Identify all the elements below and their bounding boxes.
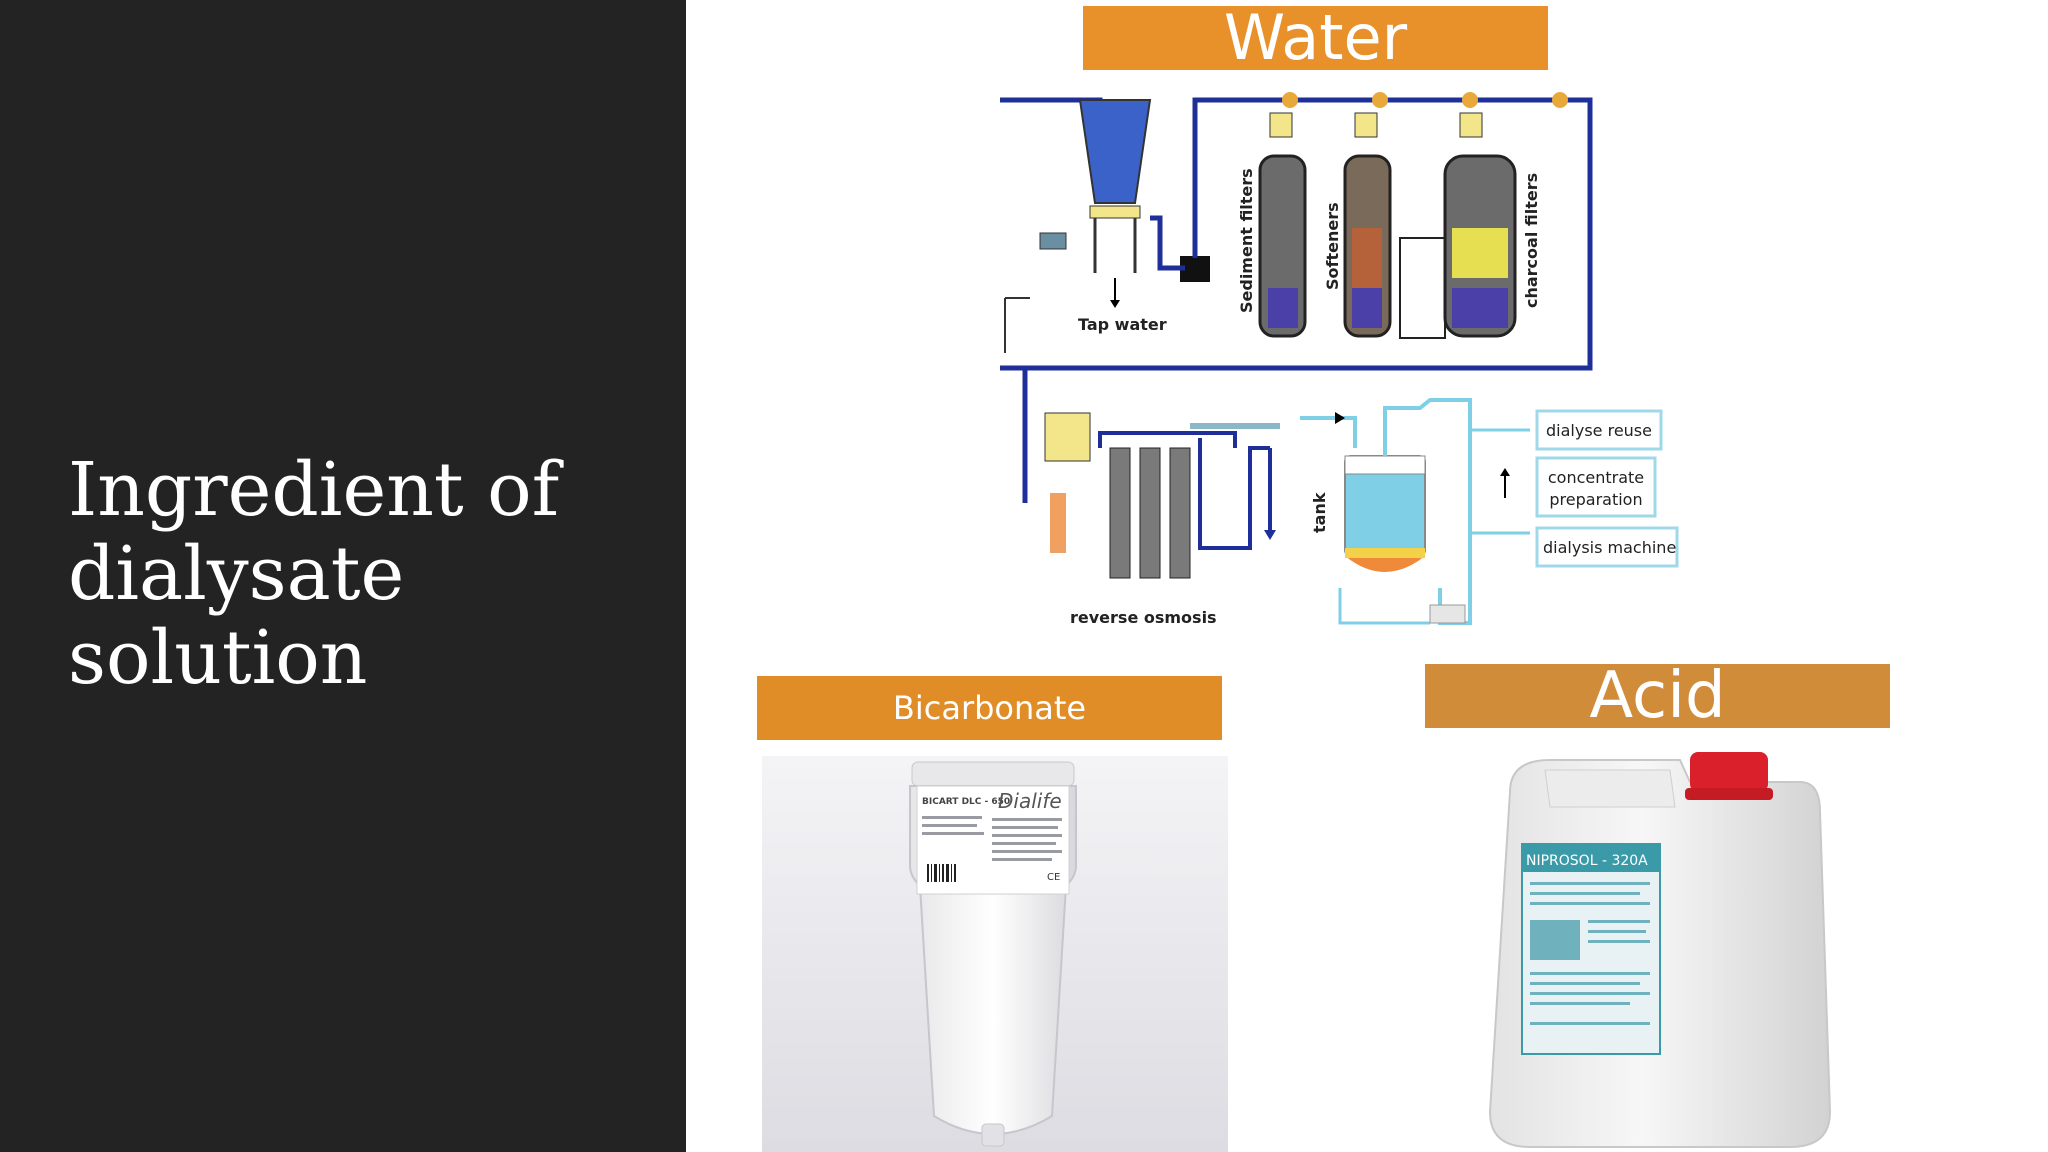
title-line-3: solution <box>68 615 368 701</box>
canister-cap <box>1690 752 1768 792</box>
label-fine-print <box>922 816 1062 861</box>
concentrate-box <box>1535 456 1657 518</box>
canister-handle <box>1544 769 1676 808</box>
sediment-label: Sediment filters <box>1237 168 1256 313</box>
permeate-pipe <box>1300 416 1357 448</box>
tap-water-label: Tap water <box>1078 315 1167 334</box>
acid-concentrate-canister-image: NIPROSOL - 320A <box>1488 752 1832 1148</box>
bicarbonate-cartridge-image: BICART DLC - 650 Dialife CE <box>762 756 1228 1152</box>
ce-mark: CE <box>1047 872 1060 883</box>
concentrate-label-2: preparation <box>1549 490 1642 509</box>
reverse-osmosis-label: reverse osmosis <box>1070 608 1217 627</box>
ro-membranes <box>1109 447 1191 579</box>
header-valves <box>1282 92 1568 108</box>
dialyse-reuse-label: dialyse reuse <box>1546 421 1652 440</box>
cartridge-top <box>911 761 1075 787</box>
dialysis-machine-box <box>1535 526 1679 568</box>
barcode <box>927 864 956 882</box>
title-line-1: Ingredient of <box>68 447 560 533</box>
slide-title: Ingredient of dialysate solution <box>68 448 668 700</box>
concentrate-label-1: concentrate <box>1548 468 1644 487</box>
tank-label: tank <box>1310 492 1329 533</box>
water-label: Water <box>1083 6 1548 70</box>
acid-brand-text: NIPROSOL - 320A <box>1526 853 1648 869</box>
ro-control-panel <box>1044 412 1091 462</box>
acid-label: Acid <box>1425 664 1890 728</box>
cartridge-outlet <box>981 1123 1005 1147</box>
charcoal-label: charcoal filters <box>1522 173 1541 308</box>
brine-tank <box>1399 237 1446 339</box>
left-panel: Ingredient of dialysate solution <box>0 0 686 1152</box>
break-tank <box>1078 99 1152 204</box>
bicarbonate-label: Bicarbonate <box>757 676 1222 740</box>
dialyse-reuse-box <box>1535 409 1663 451</box>
softeners-label: Softeners <box>1323 202 1342 290</box>
acid-label-fine-print <box>1530 882 1650 1025</box>
water-treatment-diagram: Tap water Sediment filters Softeners cha… <box>1000 92 1679 627</box>
break-tank-stand <box>1089 205 1141 219</box>
dialysis-machine-label: dialysis machine <box>1543 538 1676 557</box>
title-line-2: dialysate <box>68 531 405 617</box>
header-pipe <box>1150 215 1185 271</box>
bicarb-brand-text: Dialife <box>998 789 1062 813</box>
bicarb-code-text: BICART DLC - 650 <box>922 797 1010 807</box>
